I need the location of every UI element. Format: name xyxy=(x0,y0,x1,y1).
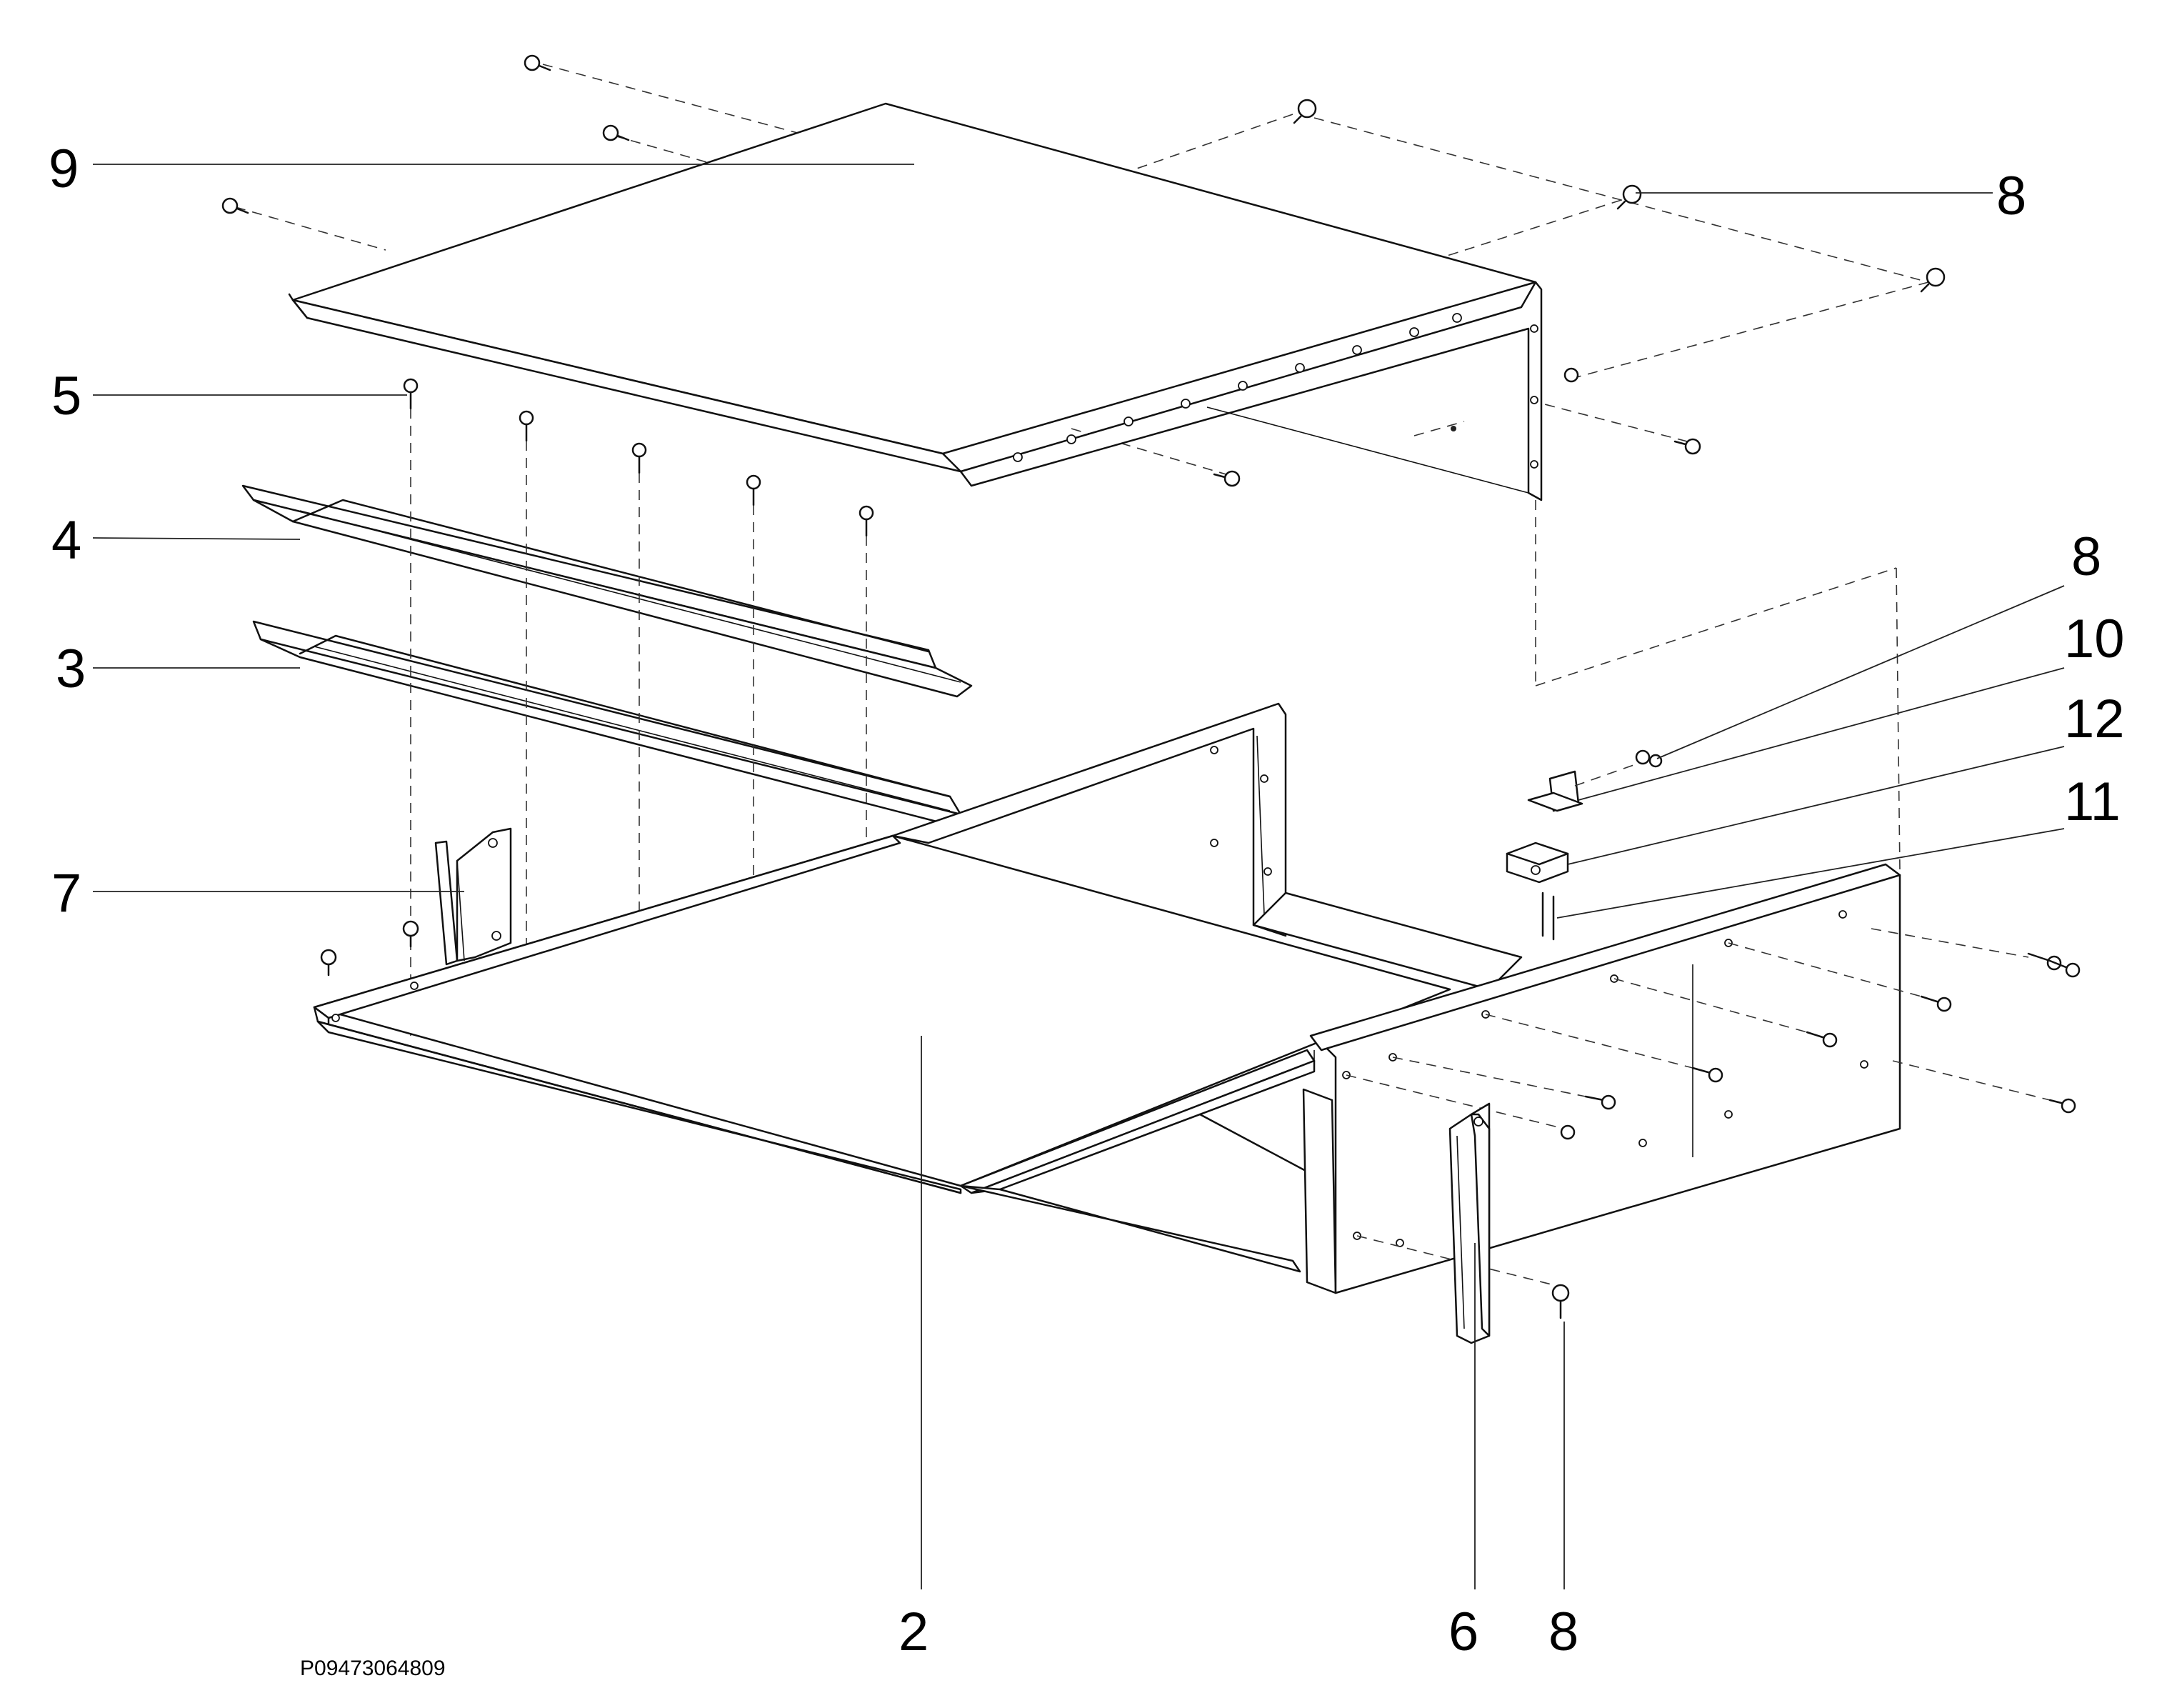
callout-11: 11 xyxy=(2064,771,2121,832)
screw-icon xyxy=(1551,1284,1570,1319)
callout-5: 5 xyxy=(51,366,81,426)
callout-10: 10 xyxy=(2064,609,2125,669)
side-screws xyxy=(1346,928,2081,1287)
callout-4: 4 xyxy=(51,510,81,571)
top-plate xyxy=(291,102,1537,455)
screw-icon xyxy=(402,920,419,948)
screw-axis-line xyxy=(542,64,822,140)
callout-3: 3 xyxy=(56,639,86,699)
callout-8-top: 8 xyxy=(1996,166,2026,226)
base-chassis-part-2 xyxy=(313,702,2081,1294)
callout-12: 12 xyxy=(2064,689,2125,749)
screw-icon xyxy=(602,124,630,141)
screw-icon xyxy=(1806,1031,1838,1048)
callout-7: 7 xyxy=(51,863,81,924)
screw-icon xyxy=(1563,367,1579,383)
bracket-part-6 xyxy=(1448,1102,1491,1344)
screw-icon xyxy=(2048,1098,2076,1114)
screw-axis-line xyxy=(1128,114,1293,172)
screw-icon xyxy=(320,949,337,977)
hinge-block-part-12 xyxy=(1506,841,1569,884)
chassis-front-post xyxy=(1302,1088,1337,1294)
screw-icon xyxy=(1616,184,1642,210)
screw-icon xyxy=(631,442,647,474)
screw-icon xyxy=(1584,1094,1616,1110)
screw-icon xyxy=(221,197,249,214)
screw-icon xyxy=(1691,1067,1723,1083)
screw-icon xyxy=(524,54,551,71)
screw-icon xyxy=(2048,959,2081,978)
screw-icon xyxy=(859,505,874,537)
callout-6: 6 xyxy=(1448,1602,1478,1662)
screw-icon xyxy=(1293,99,1317,124)
drawing-reference-code: P09473064809 xyxy=(300,1657,446,1680)
left-screws xyxy=(320,920,419,977)
top-cover-part-9 xyxy=(221,54,1946,501)
screw-icon xyxy=(746,474,761,506)
bracket-part-7 xyxy=(434,827,512,966)
screw-axis-line xyxy=(1528,399,1693,444)
screw-axis-line xyxy=(1571,281,1929,379)
callout-9: 9 xyxy=(49,139,79,199)
hinge-assembly xyxy=(1506,500,1901,941)
screw-icon xyxy=(1560,1124,1576,1140)
screw-axis-line xyxy=(614,135,715,165)
screw-icon xyxy=(1213,470,1241,487)
screw-icon xyxy=(403,378,419,410)
rail-part-4 xyxy=(241,484,973,698)
cover-screws xyxy=(221,54,1946,487)
screw-icon xyxy=(1920,267,1946,293)
leader-lines xyxy=(92,164,2065,1589)
screw-icon xyxy=(519,410,534,442)
screw-axis-line xyxy=(1413,421,1465,436)
callout-8-bottom: 8 xyxy=(1548,1602,1578,1662)
screw-icon xyxy=(2027,952,2062,971)
screw-axis-line xyxy=(235,206,386,251)
callout-2: 2 xyxy=(899,1602,929,1662)
screw-icon xyxy=(1920,995,1952,1012)
callout-8-right: 8 xyxy=(2071,526,2101,587)
top-side-flange xyxy=(959,281,1543,501)
screw-icon xyxy=(1673,438,1701,455)
chassis-back-wall xyxy=(891,702,1287,937)
screw-axis-line xyxy=(1442,199,1622,258)
